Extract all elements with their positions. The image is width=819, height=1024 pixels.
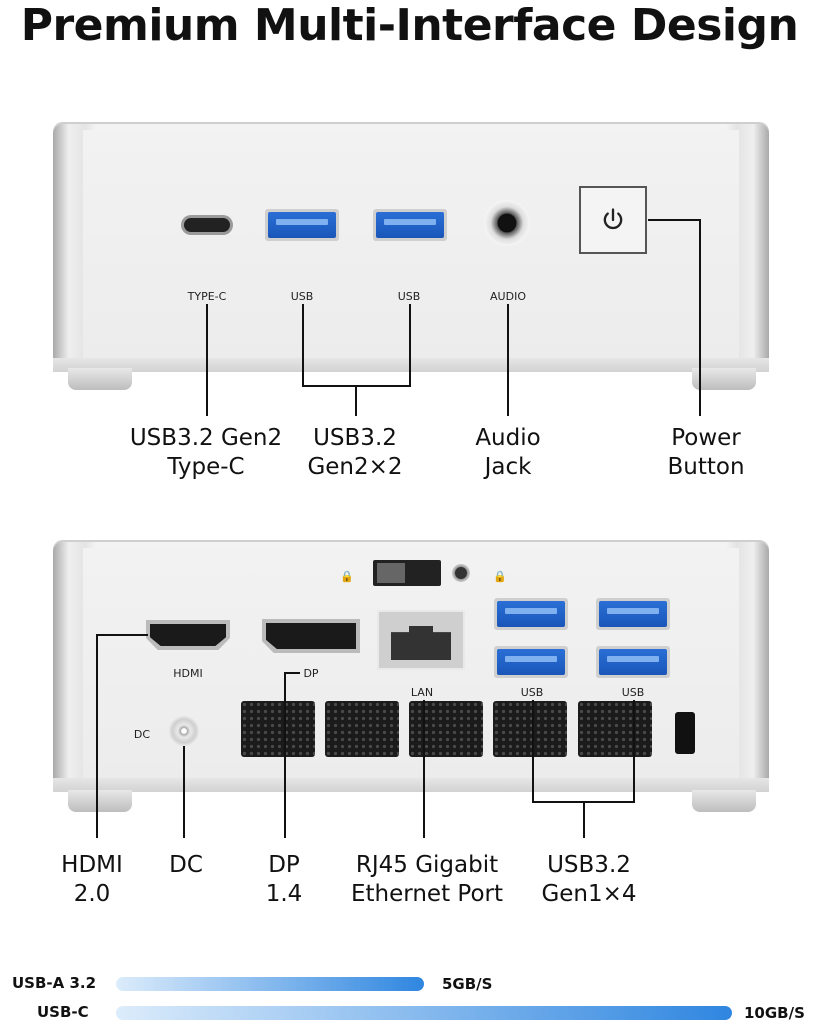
power-button [579,186,647,254]
typec-port-label: TYPE-C [187,290,227,303]
front-usb-port-2 [373,209,447,241]
audio-port-label: AUDIO [490,290,526,303]
front-usb-port-1 [265,209,339,241]
power-icon [603,208,623,230]
rear-usb-port-3 [494,646,568,678]
vent-grille [578,701,652,757]
reset-button [452,564,470,582]
hdmi-port-label: HDMI [173,667,203,680]
rear-usb-port-4 [596,646,670,678]
vent-grille [241,701,315,757]
security-lock-slot [675,712,695,754]
rear-usb-label-1: USB [520,686,544,699]
typec-port [181,215,233,235]
mode-switch [373,560,441,586]
lan-port-label: LAN [410,686,434,699]
vent-grille [325,701,399,757]
audio-jack [484,200,530,246]
rear-usb-label-2: USB [621,686,645,699]
speed-bar-value-usb-c: 10GB/S [744,1004,805,1022]
speed-bar-value-usb-a: 5GB/S [442,975,493,993]
page-title: Premium Multi-Interface Design [20,0,799,51]
lan-port [377,610,465,670]
speed-bar-usb-c [116,1006,732,1020]
front-usb-label-1: USB [290,290,314,303]
vent-grille [493,701,567,757]
dp-port-label: DP [303,667,319,680]
callout-dc: DC [169,852,203,878]
speed-bar-label-usb-a: USB-A 3.2 [12,974,97,992]
speed-bar-label-usb-c: USB-C [37,1003,89,1021]
dc-port-label: DC [133,728,151,741]
dc-power-jack [169,716,199,746]
lock-icon: 🔒 [493,570,507,583]
rear-usb-port-2 [596,598,670,630]
rear-usb-port-1 [494,598,568,630]
vent-grille [409,701,483,757]
hdmi-port [146,620,230,650]
lock-icon: 🔒 [340,570,354,583]
front-usb-label-2: USB [397,290,421,303]
front-panel [53,122,769,394]
displayport-port [262,619,360,653]
speed-bar-usb-a [116,977,424,991]
